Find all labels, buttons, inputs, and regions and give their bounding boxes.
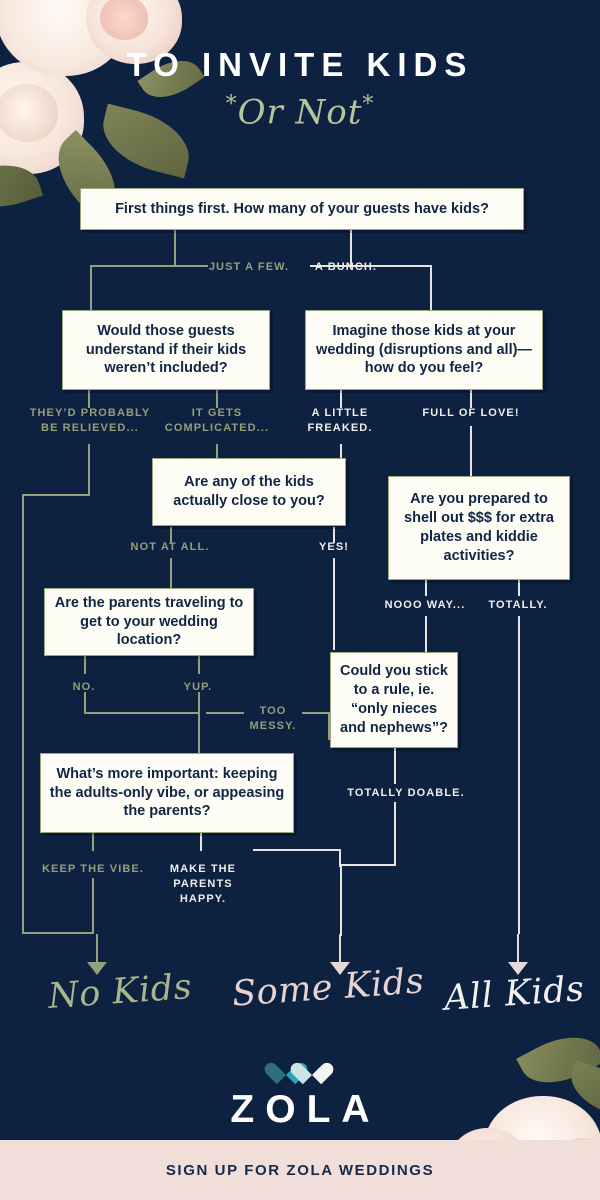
label-it-gets-complicated: IT GETS COMPLICATED... — [164, 407, 270, 434]
label-full-of-love: FULL OF LOVE! — [422, 407, 520, 419]
heart-right-icon — [287, 1050, 337, 1085]
connector-too-messy-h2 — [302, 712, 330, 714]
connector-no-to-q8 — [84, 712, 198, 714]
question-box-8[interactable]: What’s more important: keeping the adult… — [40, 753, 294, 833]
connector-too-messy-h1 — [206, 712, 244, 714]
connector-doable-down — [394, 802, 396, 866]
connector-keep-vibe-down — [92, 878, 94, 934]
connector-q5-totally — [518, 580, 520, 596]
connector-q1-just-a-few — [174, 229, 176, 265]
connector-complicated-down — [216, 444, 218, 460]
label-just-a-few: JUST A FEW. — [208, 261, 290, 273]
outcome-some-kids: Some Kids — [230, 961, 426, 1015]
outcome-all-kids: All Kids — [442, 969, 586, 1019]
question-box-4-text: Are any of the kids actually close to yo… — [173, 474, 325, 509]
header: TO INVITE KIDS *Or Not* — [0, 0, 600, 175]
page-subtitle: *Or Not* — [0, 92, 600, 132]
connector-q3-freaked — [340, 390, 342, 408]
label-theyd-probably-be-relieved: THEY’D PROBABLY BE RELIEVED... — [29, 407, 151, 434]
label-not-at-all: NOT AT ALL. — [130, 541, 210, 553]
question-box-6-text: Are the parents traveling to get to your… — [54, 594, 244, 649]
connector-keep-vibe-left — [22, 932, 94, 934]
connector-q8-make-happy — [200, 833, 202, 851]
asterisk-left: * — [225, 92, 238, 117]
label-yes: YES! — [318, 541, 350, 553]
question-box-2-text: Would those guests understand if their k… — [85, 322, 247, 377]
brand-logo[interactable]: ZOLA — [0, 1050, 600, 1132]
question-box-4[interactable]: Are any of the kids actually close to yo… — [152, 458, 346, 526]
label-yup: YUP. — [183, 681, 213, 693]
connector-q8-keep-vibe — [92, 833, 94, 851]
connector-yup-down — [198, 692, 200, 754]
connector-q2-complicated — [216, 390, 218, 408]
connector-just-a-few-down — [90, 265, 92, 310]
footer-cta-text: SIGN UP FOR ZOLA WEDDINGS — [165, 1161, 435, 1179]
connector-full-of-love-down — [470, 426, 472, 476]
label-make-the-parents-happy: MAKE THE PARENTS HAPPY. — [169, 863, 237, 905]
connector-freaked-down — [340, 444, 342, 460]
connector-make-happy-right — [253, 849, 341, 851]
question-box-3[interactable]: Imagine those kids at your wedding (disr… — [305, 310, 543, 390]
arrow-all-kids — [508, 934, 528, 975]
question-box-5[interactable]: Are you prepared to shell out $$$ for ex… — [388, 476, 570, 580]
label-a-little-freaked: A LITTLE FREAKED. — [307, 407, 373, 434]
label-keep-the-vibe: KEEP THE VIBE. — [42, 863, 144, 875]
connector-q4-yes — [333, 527, 335, 543]
question-box-8-text: What’s more important: keeping the adult… — [49, 765, 285, 820]
question-box-6[interactable]: Are the parents traveling to get to your… — [44, 588, 254, 656]
question-box-7[interactable]: Could you stick to a rule, ie. “only nie… — [330, 652, 458, 748]
connector-no-down — [84, 692, 86, 714]
outcome-no-kids: No Kids — [46, 967, 194, 1017]
connector-relieved-left — [22, 494, 90, 496]
connector-relieved-rail — [22, 494, 24, 934]
label-a-bunch: A BUNCH. — [314, 261, 378, 273]
connector-relieved-down — [88, 444, 90, 496]
connector-totally-down — [518, 616, 520, 934]
connector-doable-left — [340, 864, 396, 866]
connector-nooo-way-down — [425, 616, 427, 652]
label-too-messy: TOO MESSY. — [249, 705, 297, 732]
connector-a-bunch-h — [310, 265, 432, 267]
label-totally: TOTALLY. — [488, 599, 548, 611]
zola-hearts-icon — [261, 1050, 337, 1085]
label-nooo-way: NOOO WAY... — [384, 599, 466, 611]
connector-not-at-all-down — [170, 558, 172, 588]
connector-doable-to-arrow — [340, 864, 342, 936]
arrow-some-kids — [330, 934, 350, 975]
label-totally-doable: TOTALLY DOABLE. — [347, 787, 465, 799]
arrow-no-kids — [87, 934, 107, 975]
connector-q7-doable — [394, 748, 396, 784]
connector-make-happy-down — [339, 849, 341, 867]
subtitle-text: Or Not — [237, 92, 363, 133]
connector-q3-full-of-love — [470, 390, 472, 408]
question-box-3-text: Imagine those kids at your wedding (disr… — [316, 322, 532, 377]
connector-q6-no — [84, 656, 86, 674]
connector-q5-nooo-way — [425, 580, 427, 596]
connector-q2-relieved — [88, 390, 90, 408]
asterisk-right: * — [362, 92, 375, 117]
connector-too-messy-down — [328, 712, 330, 740]
connector-q4-not-at-all — [170, 527, 172, 543]
connector-q1-a-bunch — [350, 229, 352, 265]
connector-just-a-few-h — [90, 265, 208, 267]
zola-wordmark: ZOLA — [230, 1088, 381, 1131]
question-box-2[interactable]: Would those guests understand if their k… — [62, 310, 270, 390]
page-title: TO INVITE KIDS — [126, 46, 474, 83]
question-box-7-text: Could you stick to a rule, ie. “only nie… — [340, 663, 448, 736]
connector-a-bunch-down — [430, 265, 432, 310]
connector-yes-down — [333, 558, 335, 650]
label-no: NO. — [72, 681, 96, 693]
question-box-1-text: First things first. How many of your gue… — [115, 200, 489, 217]
question-box-1[interactable]: First things first. How many of your gue… — [80, 188, 524, 230]
question-box-5-text: Are you prepared to shell out $$$ for ex… — [404, 491, 554, 564]
connector-q6-yup — [198, 656, 200, 674]
footer-cta-bar[interactable]: SIGN UP FOR ZOLA WEDDINGS — [0, 1140, 600, 1200]
